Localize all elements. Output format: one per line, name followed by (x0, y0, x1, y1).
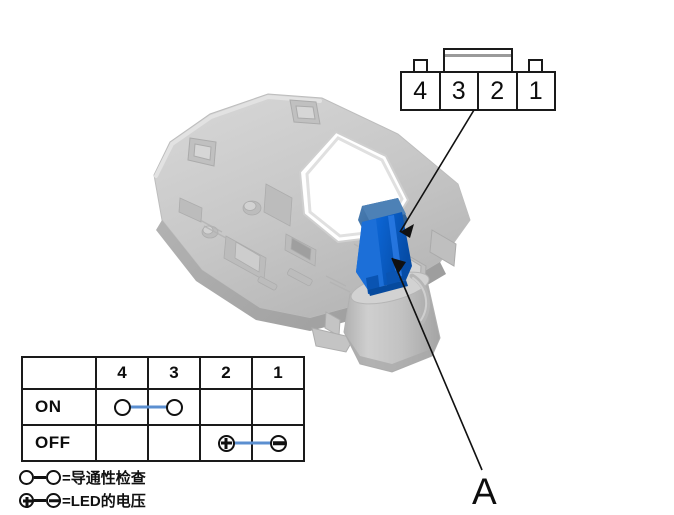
connector-pinout-diagram: 4 3 2 1 (400, 45, 556, 111)
console-foot-stalk (311, 311, 355, 353)
continuity-circle-icon (113, 398, 131, 416)
cell-on-pin-1 (251, 388, 305, 426)
connector-pin-3: 3 (441, 73, 479, 109)
legend-led-voltage-text: =LED的电压 (62, 493, 146, 510)
cell-on-pin-4 (95, 388, 172, 426)
cell-on-pin-3 (147, 388, 201, 426)
console-housing-group (153, 93, 471, 373)
row-label-off: OFF (21, 424, 97, 462)
continuity-circle-icon (46, 470, 61, 485)
connector-center-latch-bar (445, 54, 511, 57)
connector-center-latch (443, 48, 513, 72)
led-positive-icon (19, 493, 34, 508)
continuity-circle-icon (19, 470, 34, 485)
connector-body-left-face (356, 219, 384, 290)
led-negative-icon (269, 434, 287, 452)
connector-pin-row: 4 3 2 1 (400, 71, 556, 111)
table-row: OFF (21, 424, 305, 462)
console-rim-highlight (154, 94, 322, 178)
legend-row-led-voltage: =LED的电压 (19, 489, 339, 512)
legend-continuity-text: =导通性检查 (62, 470, 146, 487)
link-line-off (226, 441, 276, 445)
led-positive-icon (217, 434, 235, 452)
legend: =导通性检查 =LED的电压 (19, 466, 339, 512)
cell-off-pin-3 (147, 424, 201, 462)
callout-label-a: A (472, 471, 497, 512)
console-mounting-clips (187, 99, 321, 167)
connector-pin-4: 4 (402, 73, 441, 109)
table-row: ON (21, 388, 305, 426)
led-negative-icon (46, 493, 61, 508)
legend-row-continuity: =导通性检查 (19, 466, 339, 489)
legend-continuity-symbols (19, 470, 61, 485)
connector-pin-1: 1 (528, 76, 543, 105)
table-header-pin-3: 3 (147, 356, 201, 390)
legend-dash-icon (34, 499, 46, 502)
table-header-pin-4: 4 (95, 356, 149, 390)
cell-off-pin-4 (95, 424, 149, 462)
overhead-console-illustration (140, 80, 510, 390)
legend-dash-icon (34, 476, 46, 479)
table-header-pin-2: 2 (199, 356, 253, 390)
table-header-row: 4 3 2 1 (21, 356, 305, 390)
console-interior-details (178, 183, 317, 291)
connector-tab-left (413, 59, 428, 72)
connector-pin-2: 2 (479, 73, 518, 109)
cell-off-pin-2 (199, 424, 276, 462)
continuity-circle-icon (165, 398, 183, 416)
cell-on-pin-2 (199, 388, 253, 426)
highlighted-blue-connector (356, 198, 412, 296)
inspection-table: 4 3 2 1 ON (21, 356, 305, 462)
link-line-on (122, 405, 172, 409)
connector-tab-right (528, 59, 543, 72)
legend-led-symbols (19, 493, 61, 508)
row-label-on: ON (21, 388, 97, 426)
table-header-pin-1: 1 (251, 356, 305, 390)
table-header-blank (21, 356, 97, 390)
